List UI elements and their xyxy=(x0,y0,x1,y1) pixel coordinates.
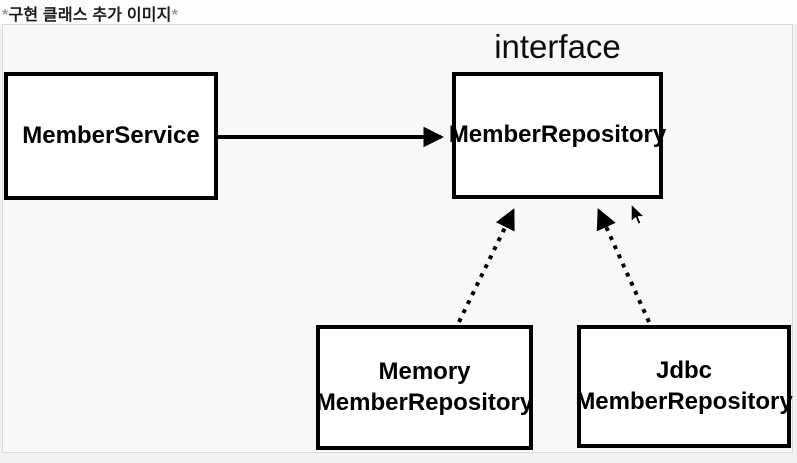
member-repository-box: MemberRepository xyxy=(448,72,667,199)
title-asterisk-right: * xyxy=(171,7,179,24)
memory-label-line2: MemberRepository xyxy=(315,388,534,416)
member-repository-label: MemberRepository xyxy=(448,121,667,149)
memory-member-repository-box: Memory MemberRepository xyxy=(316,325,533,450)
jdbc-member-repository-box: Jdbc MemberRepository xyxy=(575,325,793,448)
member-service-box: MemberService xyxy=(4,72,218,200)
jdbc-label-line2: MemberRepository xyxy=(575,387,793,415)
member-service-label: MemberService xyxy=(22,121,200,149)
memory-member-repository-label: Memory MemberRepository xyxy=(316,357,533,418)
page-title: *구현 클래스 추가 이미지* xyxy=(2,1,178,25)
memory-label-line1: Memory xyxy=(378,357,471,385)
title-asterisk-left: * xyxy=(2,7,9,24)
top-band xyxy=(0,0,797,24)
jdbc-member-repository-label: Jdbc MemberRepository xyxy=(575,356,792,417)
jdbc-label-line1: Jdbc xyxy=(656,356,713,384)
interface-label: interface xyxy=(494,28,621,65)
title-text: 구현 클래스 추가 이미지 xyxy=(8,7,172,24)
